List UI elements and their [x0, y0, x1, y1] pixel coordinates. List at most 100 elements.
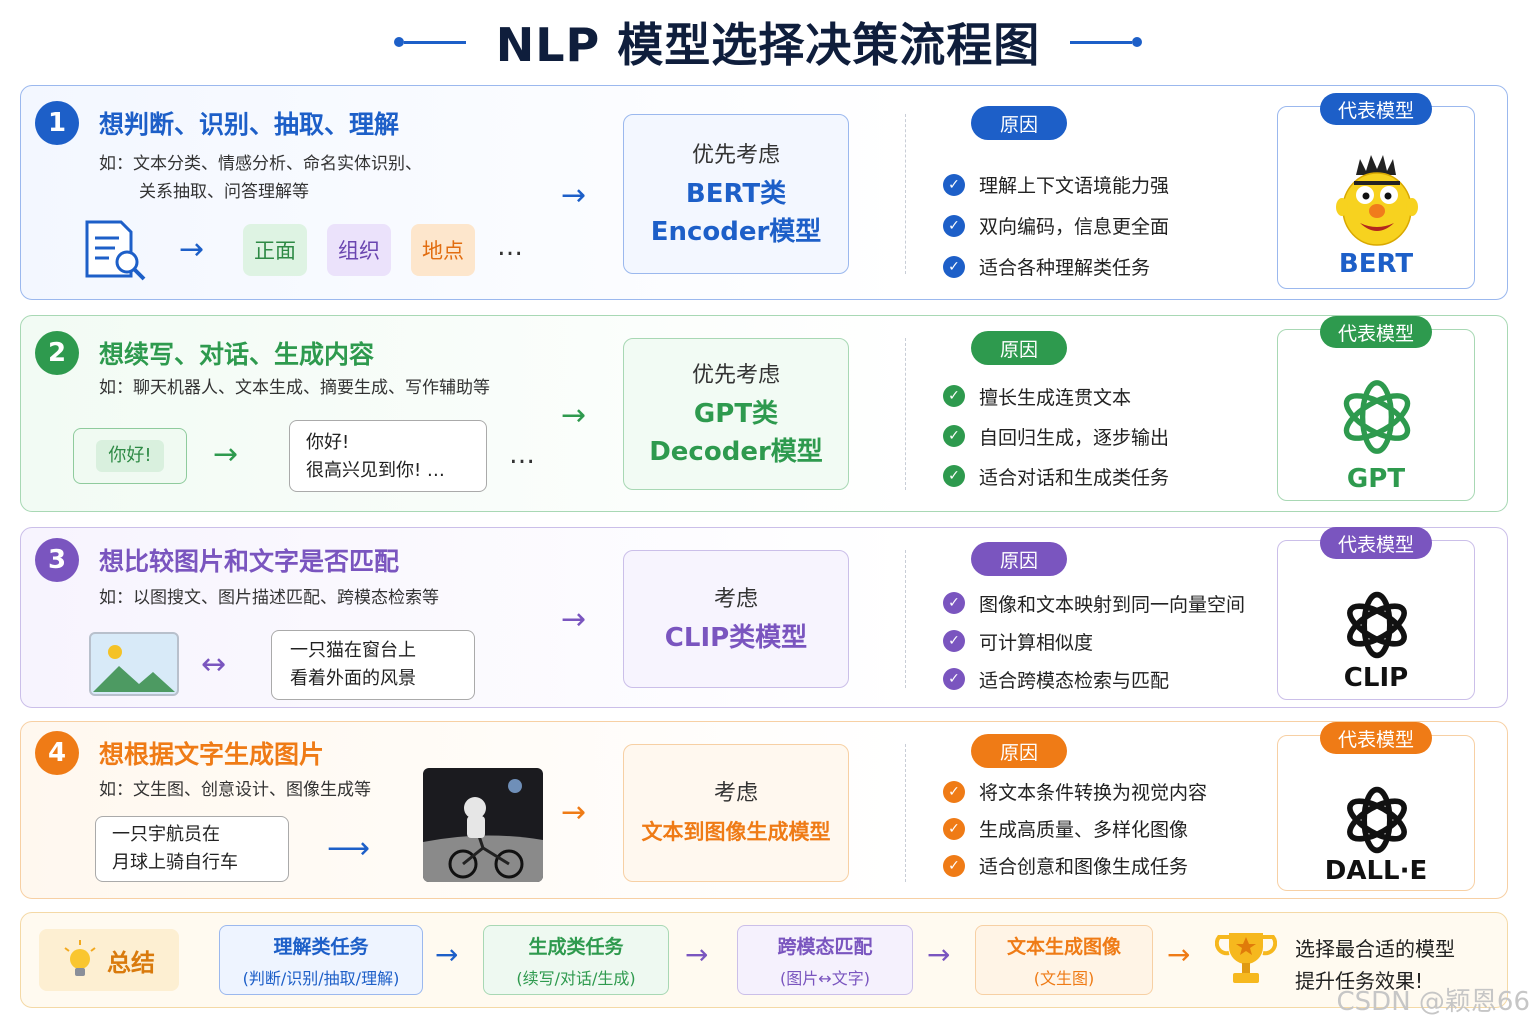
reason-item: ✓适合跨模态检索与匹配 [943, 660, 1245, 698]
recommendation-prefix: 优先考虑 [691, 143, 780, 168]
flow-arrow: → [561, 795, 587, 830]
ellipsis: … [509, 440, 537, 470]
recommendation-model: CLIP类模型 [664, 623, 808, 653]
divider [905, 114, 906, 274]
entity-tag-positive: 正面 [243, 224, 307, 276]
example-line: 如：文本分类、情感分析、命名实体识别、 [99, 154, 422, 174]
recommendation-box: 优先考虑 GPT类 Decoder模型 [623, 338, 849, 490]
flow-arrow: ⟶ [327, 831, 371, 866]
check-icon: ✓ [943, 592, 965, 614]
recommendation-model: 文本到图像生成模型 [641, 820, 831, 844]
check-icon: ✓ [943, 425, 965, 447]
divider [905, 338, 906, 490]
section-cross-modal: 3 想比较图片和文字是否匹配 如：以图搜文、图片描述匹配、跨模态检索等 ↔ 一只… [20, 527, 1508, 708]
entity-tag-location: 地点 [411, 224, 475, 276]
example-line: 如：聊天机器人、文本生成、摘要生成、写作辅助等 [99, 378, 490, 398]
caption-box: 一只猫在窗台上 看着外面的风景 [271, 630, 475, 700]
summary-box-title: 跨模态匹配 [777, 935, 873, 958]
title-decoration-right [1070, 37, 1143, 47]
summary-box-detail: (图片↔文字) [780, 968, 870, 988]
reason-item: ✓适合对话和生成类任务 [943, 456, 1169, 496]
reason-item: ✓适合各种理解类任务 [943, 246, 1169, 287]
recommendation-prefix: 优先考虑 [691, 363, 780, 388]
bert-character-icon [1336, 155, 1418, 246]
flow-arrow: → [435, 938, 459, 971]
conclusion-line: 选择最合适的模型 [1295, 937, 1455, 961]
reply-bubble: 你好! 很高兴见到你! … [289, 420, 487, 492]
conclusion-line: 提升任务效果! [1295, 969, 1424, 993]
model-card: 代表模型 GPT [1277, 316, 1475, 501]
entity-tag-organization: 组织 [327, 224, 391, 276]
summary-label: 总结 [107, 948, 155, 977]
user-message: 你好! [96, 440, 164, 472]
section-heading: 想比较图片和文字是否匹配 [99, 547, 400, 576]
reason-item: ✓自回归生成，逐步输出 [943, 416, 1169, 456]
summary-box-title: 理解类任务 [273, 935, 369, 958]
example-line: 关系抽取、问答理解等 [139, 182, 309, 202]
check-icon: ✓ [943, 385, 965, 407]
flow-arrow: → [179, 232, 205, 267]
check-icon: ✓ [943, 173, 965, 196]
model-name: GPT [1346, 464, 1406, 494]
model-label: 代表模型 [1319, 722, 1433, 754]
section-number: 2 [35, 331, 79, 375]
summary-box-text-to-image: 文本生成图像 (文生图) [975, 925, 1153, 995]
reason-item: ✓适合创意和图像生成任务 [943, 847, 1207, 884]
recommendation-model-type: Encoder模型 [650, 217, 822, 247]
check-icon: ✓ [943, 255, 965, 278]
recommendation-model: BERT类 [685, 179, 787, 209]
flow-arrow: → [213, 437, 239, 472]
reason-item: ✓将文本条件转换为视觉内容 [943, 773, 1207, 810]
model-name: BERT [1338, 249, 1414, 279]
flow-arrow: → [1167, 938, 1191, 971]
reason-item: ✓图像和文本映射到同一向量空间 [943, 584, 1245, 622]
caption-line: 一只猫在窗台上 [290, 640, 416, 661]
summary-label-box: 总结 [39, 929, 179, 991]
reason-list: ✓理解上下文语境能力强 ✓双向编码，信息更全面 ✓适合各种理解类任务 [943, 164, 1169, 287]
example-line: 如：文生图、创意设计、图像生成等 [99, 780, 371, 800]
divider [905, 550, 906, 688]
flow-arrow: → [561, 178, 587, 213]
summary-box-understanding: 理解类任务 (判断/识别/抽取/理解) [219, 925, 423, 995]
check-icon: ✓ [943, 780, 965, 803]
reply-line: 很高兴见到你! … [306, 460, 445, 481]
openai-logo-icon [1343, 380, 1411, 454]
title-decoration-left [393, 37, 466, 47]
section-examples: 如：聊天机器人、文本生成、摘要生成、写作辅助等 [99, 374, 490, 402]
page-title: NLP 模型选择决策流程图 [495, 18, 1041, 72]
model-card: 代表模型 DALL·E [1277, 722, 1475, 891]
section-heading: 想判断、识别、抽取、理解 [99, 110, 400, 139]
flow-arrow: → [927, 938, 951, 971]
recommendation-model-type: Decoder模型 [649, 437, 823, 467]
bidirectional-arrow: ↔ [201, 647, 227, 682]
reason-list: ✓擅长生成连贯文本 ✓自回归生成，逐步输出 ✓适合对话和生成类任务 [943, 376, 1169, 496]
reason-item: ✓擅长生成连贯文本 [943, 376, 1169, 416]
reason-list: ✓将文本条件转换为视觉内容 ✓生成高质量、多样化图像 ✓适合创意和图像生成任务 [943, 773, 1207, 884]
check-icon: ✓ [943, 817, 965, 840]
model-label: 代表模型 [1319, 316, 1433, 348]
recommendation-box: 优先考虑 BERT类 Encoder模型 [623, 114, 849, 274]
model-label: 代表模型 [1319, 93, 1433, 125]
model-name: CLIP [1343, 663, 1409, 693]
model-card: 代表模型 CLIP [1277, 527, 1475, 700]
check-icon: ✓ [943, 854, 965, 877]
summary-box-detail: (判断/识别/抽取/理解) [242, 968, 400, 988]
reason-item: ✓生成高质量、多样化图像 [943, 810, 1207, 847]
caption-line: 看着外面的风景 [290, 668, 416, 689]
section-number: 3 [35, 538, 79, 582]
summary-box-cross-modal: 跨模态匹配 (图片↔文字) [737, 925, 913, 995]
check-icon: ✓ [943, 668, 965, 690]
recommendation-model: GPT类 [693, 399, 779, 429]
chat-bubble-icon: 你好! [73, 428, 187, 484]
reason-item: ✓双向编码，信息更全面 [943, 205, 1169, 246]
flow-arrow: → [561, 398, 587, 433]
divider [905, 744, 906, 882]
summary-box-detail: (续写/对话/生成) [516, 968, 636, 988]
ellipsis: … [497, 232, 525, 262]
section-number: 1 [35, 101, 79, 145]
title-bar: NLP 模型选择决策流程图 [0, 10, 1536, 74]
landscape-image-icon [89, 632, 179, 696]
openai-logo-icon [1347, 591, 1407, 659]
recommendation-box: 考虑 文本到图像生成模型 [623, 744, 849, 882]
openai-logo-icon [1347, 786, 1407, 854]
